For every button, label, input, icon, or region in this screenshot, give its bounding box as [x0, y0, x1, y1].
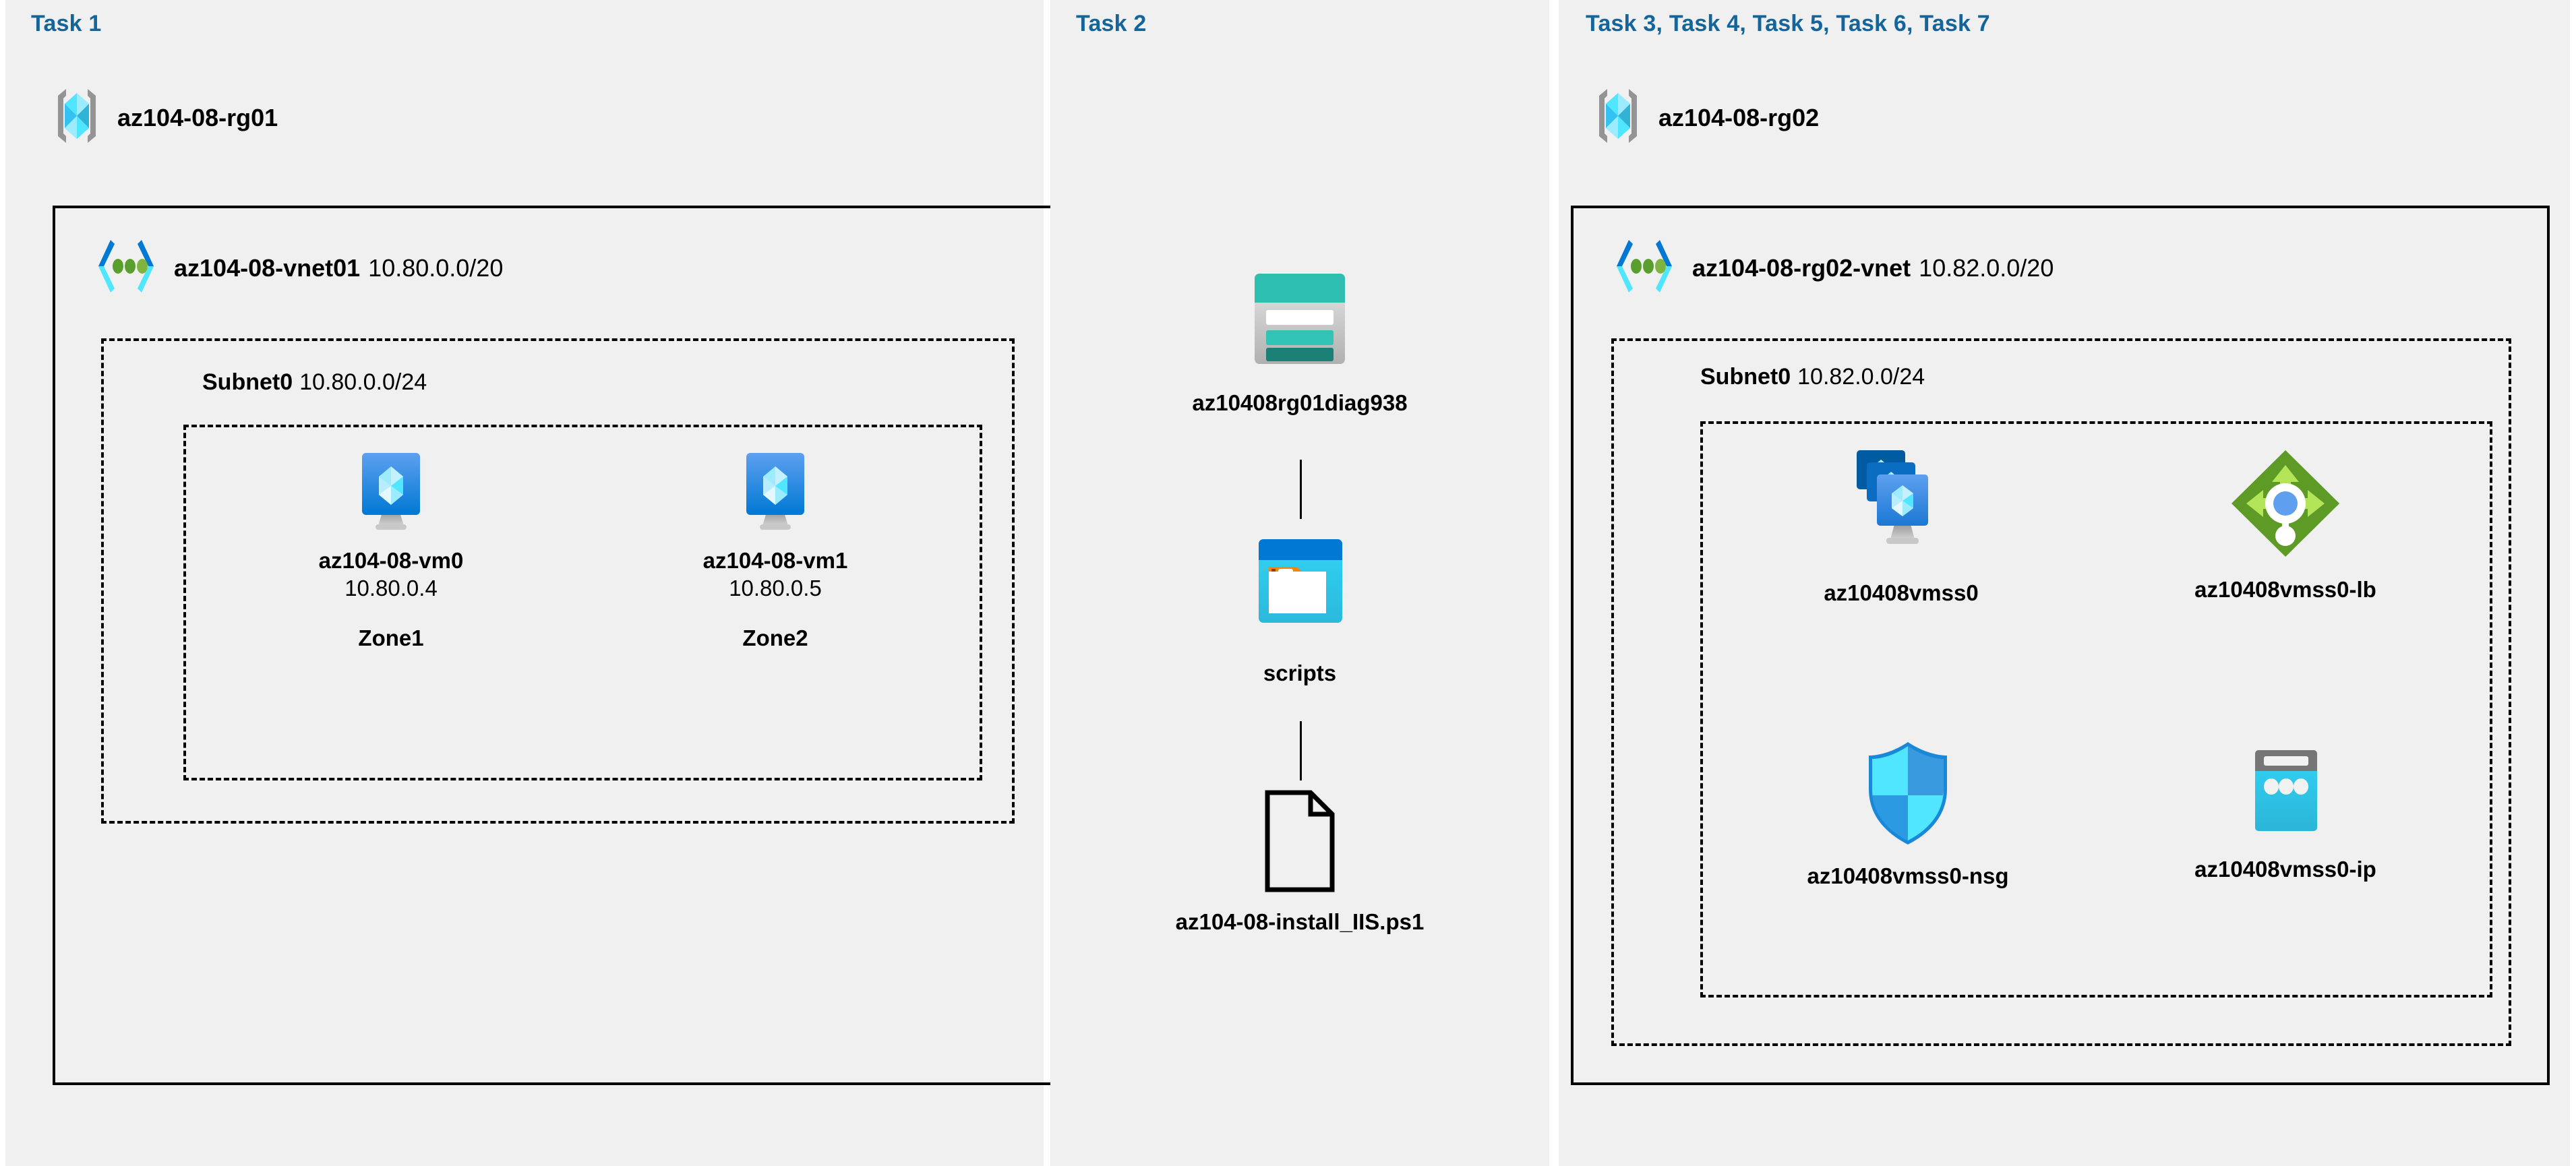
- vnet-header-rg02vnet: az104-08-rg02-vnet 10.82.0.0/20: [1611, 237, 2054, 299]
- node-script-file[interactable]: az104-08-install_IIS.ps1: [1077, 787, 1522, 935]
- storage-account-icon: [1236, 262, 1364, 379]
- vm-ip-vm0: 10.80.0.4: [345, 576, 438, 601]
- resource-group-header-rg01: az104-08-rg01: [51, 86, 278, 149]
- virtual-machine-icon: [731, 446, 819, 537]
- vm-ip-vm1: 10.80.0.5: [729, 576, 822, 601]
- vnet-cidr-vnet01: 10.80.0.0/20: [368, 253, 504, 282]
- storage-account-name: az10408rg01diag938: [1192, 390, 1408, 415]
- virtual-machine-icon: [347, 446, 435, 537]
- subnet-cidr-p1: 10.80.0.0/24: [299, 369, 427, 395]
- node-az104-08-vm1[interactable]: az104-08-vm1 10.80.0.5 Zone2: [674, 446, 876, 651]
- vnet-name-rg02vnet: az104-08-rg02-vnet: [1692, 253, 1911, 282]
- load-balancer-icon: [2227, 445, 2345, 566]
- node-az10408vmss0-nsg[interactable]: az10408vmss0-nsg: [1766, 738, 2049, 890]
- vm-zone-vm0: Zone1: [358, 625, 424, 650]
- resource-group-name-rg01: az104-08-rg01: [117, 103, 278, 131]
- vm-scale-set-icon: [1846, 445, 1957, 570]
- subnet-cidr-p3: 10.82.0.0/24: [1797, 364, 1925, 390]
- script-file-name: az104-08-install_IIS.ps1: [1175, 909, 1425, 934]
- vnet-cidr-rg02vnet: 10.82.0.0/20: [1919, 253, 2054, 282]
- network-security-group-icon: [1859, 738, 1957, 853]
- node-storage-account[interactable]: az10408rg01diag938: [1158, 262, 1441, 417]
- vm-name-vm0: az104-08-vm0: [318, 548, 464, 573]
- vnet-header-vnet01: az104-08-vnet01 10.80.0.0/20: [93, 237, 503, 299]
- vnet-box-rg02vnet: [1571, 206, 2550, 1085]
- node-az104-08-vm0[interactable]: az104-08-vm0 10.80.0.4 Zone1: [290, 446, 492, 651]
- subnet-box-p3: [1611, 338, 2511, 1046]
- lb-name: az10408vmss0-lb: [2194, 577, 2376, 602]
- vm-name-vm1: az104-08-vm1: [702, 548, 848, 573]
- virtual-network-icon: [1611, 237, 1677, 299]
- vmss-name: az10408vmss0: [1824, 580, 1979, 605]
- resource-group-icon: [51, 86, 102, 149]
- connector-storage-to-container: [1300, 460, 1302, 519]
- resource-group-header-rg02: az104-08-rg02: [1592, 86, 1819, 149]
- virtual-network-icon: [93, 237, 159, 299]
- public-ip-address-icon: [2237, 745, 2335, 846]
- subnet-name-p3: Subnet0: [1700, 364, 1791, 390]
- task-3-7-label: Task 3, Task 4, Task 5, Task 6, Task 7: [1586, 11, 1990, 36]
- resource-group-icon: [1592, 86, 1644, 149]
- zone-box-p1: [183, 425, 982, 780]
- node-az10408vmss0-lb[interactable]: az10408vmss0-lb: [2144, 445, 2427, 603]
- panel-task-3-7: [1559, 0, 2570, 1166]
- connector-container-to-file: [1300, 721, 1302, 780]
- resource-box-p3: [1700, 421, 2492, 998]
- file-icon: [1259, 787, 1340, 898]
- vnet-name-vnet01: az104-08-vnet01: [174, 253, 361, 282]
- nsg-name: az10408vmss0-nsg: [1807, 863, 2009, 888]
- node-az10408vmss0-ip[interactable]: az10408vmss0-ip: [2151, 745, 2420, 883]
- panel-task-1: [5, 0, 1044, 1166]
- task-1-label: Task 1: [31, 11, 102, 36]
- task-2-label: Task 2: [1076, 11, 1147, 36]
- node-blob-container[interactable]: scripts: [1158, 528, 1441, 687]
- vm-zone-vm1: Zone2: [742, 625, 808, 650]
- resource-group-name-rg02: az104-08-rg02: [1658, 103, 1820, 131]
- subnet-name-p1: Subnet0: [202, 369, 293, 395]
- blob-container-icon: [1241, 528, 1359, 650]
- subnet-box-p1: [101, 338, 1015, 824]
- public-ip-name: az10408vmss0-ip: [2194, 857, 2376, 882]
- node-az10408vmss0[interactable]: az10408vmss0: [1773, 445, 2029, 607]
- blob-container-name: scripts: [1263, 661, 1337, 685]
